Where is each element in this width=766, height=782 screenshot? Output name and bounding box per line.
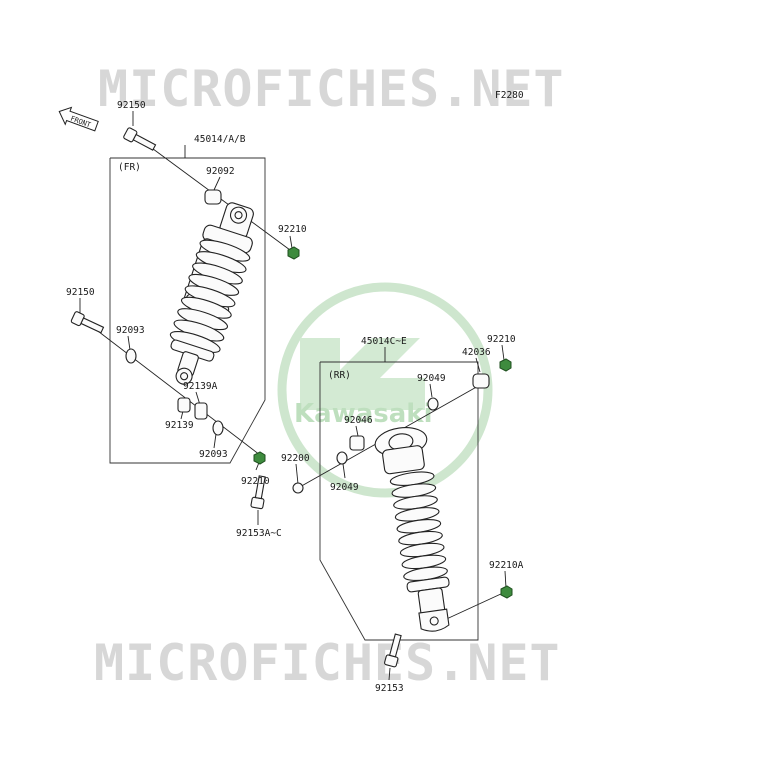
bolt-92150-top	[123, 127, 157, 151]
label-92210-rear-top: 92210	[487, 334, 516, 345]
label-92093-bottom: 92093	[199, 449, 228, 460]
label-92049-bottom: 92049	[330, 482, 359, 493]
front-spring	[169, 239, 251, 353]
rear-spring	[389, 471, 448, 581]
collar-92092	[204, 189, 222, 205]
label-92046: 92046	[344, 415, 373, 426]
bolt-92153	[384, 633, 402, 668]
bolt-92153A	[250, 475, 266, 510]
figure-code: F2280	[495, 90, 524, 101]
front-arrow-label: FRONT	[69, 115, 92, 130]
label-92139A: 92139A	[183, 381, 218, 392]
label-92093-top: 92093	[116, 325, 145, 336]
nut-92210A	[500, 585, 513, 599]
collar-92139A	[194, 402, 208, 420]
kawasaki-brand-text: Kawasaki	[294, 399, 432, 429]
nut-92210-front-top	[287, 246, 300, 260]
label-92210-front-top: 92210	[278, 224, 307, 235]
front-group-box	[109, 157, 266, 464]
washer-92093-bottom	[212, 420, 224, 436]
front-arrow-icon: FRONT	[58, 106, 99, 132]
washer-92049-top	[427, 397, 439, 411]
kawasaki-logo-watermark: Kawasaki	[277, 282, 493, 498]
rear-group-box	[319, 361, 479, 641]
nut-92210-rear-top	[499, 358, 512, 372]
label-45014: 45014/A/B	[194, 134, 246, 145]
label-92150-top: 92150	[117, 100, 146, 111]
washer-92093-top	[125, 348, 137, 364]
label-92210A: 92210A	[489, 560, 524, 571]
nut-92210-front-bottom	[253, 451, 266, 465]
label-92150-mid: 92150	[66, 287, 95, 298]
leader-lines	[79, 111, 507, 681]
collar-92046	[349, 435, 365, 451]
collar-92139	[177, 397, 191, 413]
front-shock-absorber	[169, 202, 254, 385]
bolt-92150-mid	[70, 311, 105, 334]
label-45014C: 45014C~E	[361, 336, 407, 347]
label-92153A: 92153A~C	[236, 528, 282, 539]
rear-shock-absorber	[374, 427, 450, 632]
label-92139: 92139	[165, 420, 194, 431]
label-92153: 92153	[375, 683, 404, 694]
front-group-label: (FR)	[118, 162, 141, 173]
rear-group-label: (RR)	[328, 370, 351, 381]
label-92092: 92092	[206, 166, 235, 177]
label-92200: 92200	[281, 453, 310, 464]
label-92210-front-bottom: 92210	[241, 476, 270, 487]
watermark-top: MICROFICHES.NET	[98, 60, 565, 118]
label-92049-top: 92049	[417, 373, 446, 384]
washer-92200	[292, 482, 304, 494]
label-42036: 42036	[462, 347, 491, 358]
watermark-bottom: MICROFICHES.NET	[94, 634, 561, 692]
washer-92049-bottom	[336, 451, 348, 465]
collar-42036	[472, 373, 490, 389]
